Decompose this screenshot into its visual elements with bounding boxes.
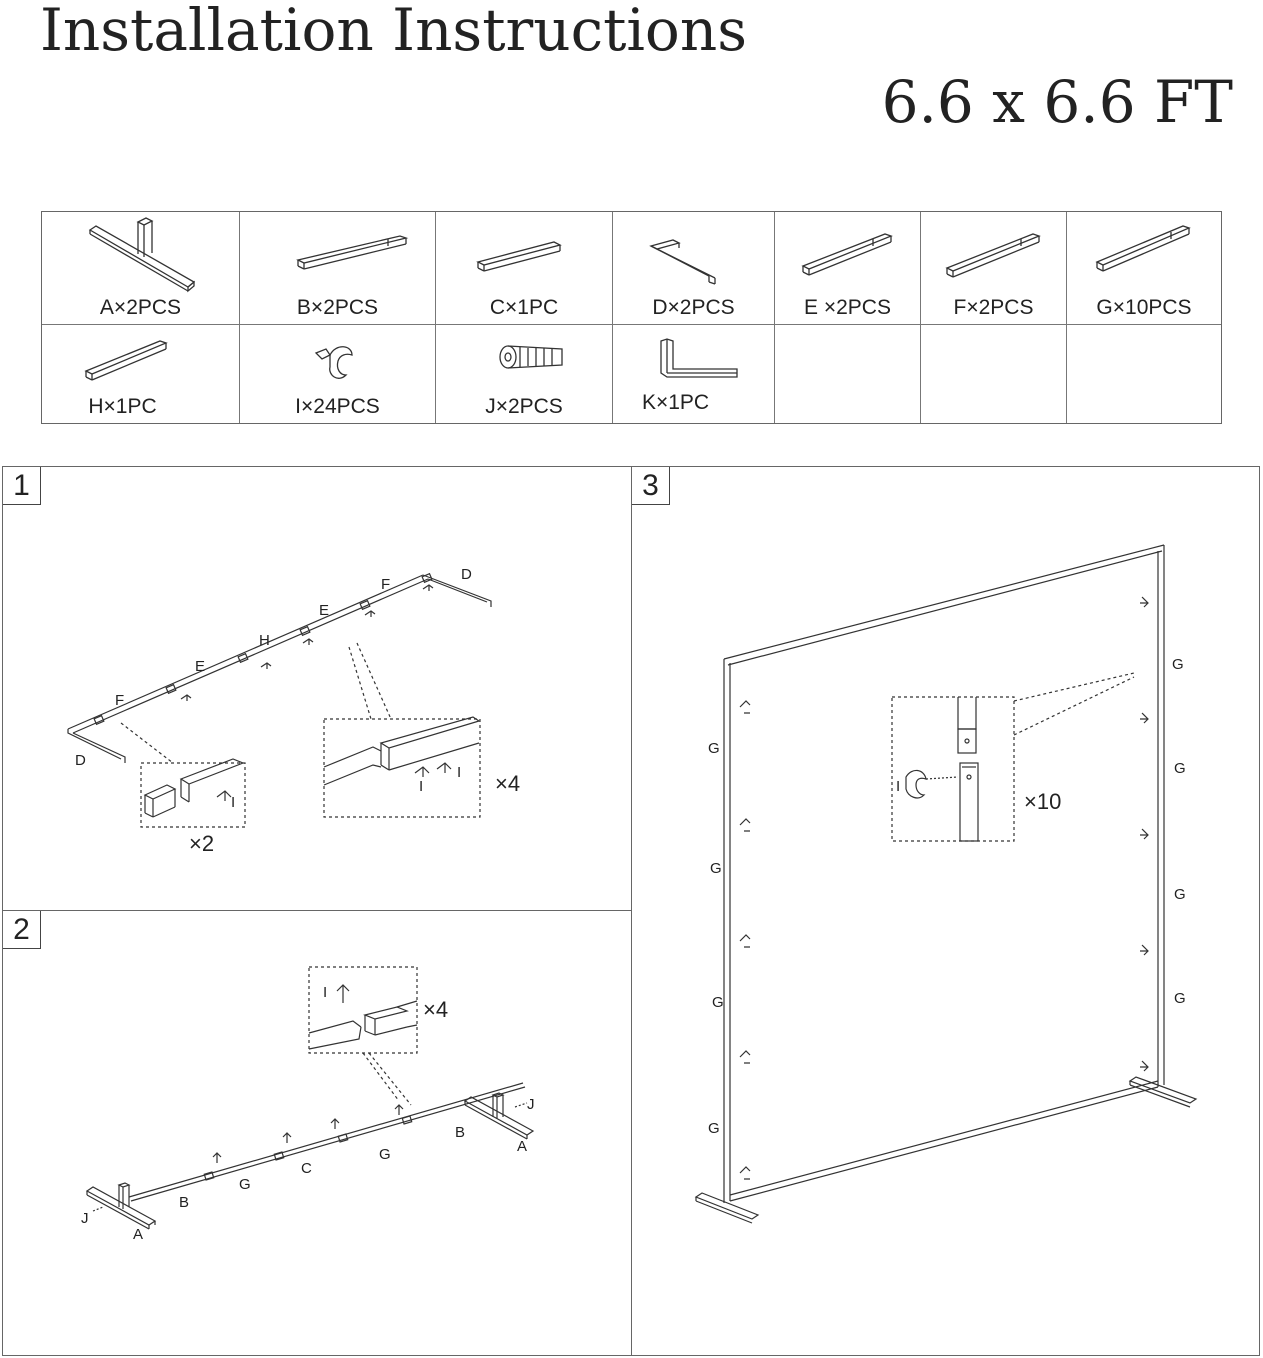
page-title: Installation Instructions bbox=[40, 0, 747, 64]
step-3-panel: 3 bbox=[632, 467, 1259, 1355]
step-3-detail-mult: ×10 bbox=[1024, 789, 1061, 814]
step-2-diagram: A J B G C G B A J I ×4 bbox=[81, 966, 535, 1243]
tube-icon bbox=[1095, 225, 1191, 272]
step-2-panel: 2 bbox=[3, 911, 632, 1355]
part-cell-d: D×2PCS bbox=[613, 212, 775, 325]
tube-icon bbox=[296, 235, 409, 270]
allen-key-icon bbox=[660, 338, 738, 378]
steps-area: 1 bbox=[2, 466, 1260, 1356]
tube-icon bbox=[84, 340, 168, 381]
part-label-h: H×1PC bbox=[88, 395, 157, 418]
bolt-icon bbox=[499, 345, 563, 369]
step-1-detail-right-label-1: I bbox=[419, 778, 423, 795]
step-3-label-g-left-3: G bbox=[712, 994, 724, 1011]
part-cell-empty-2 bbox=[921, 325, 1067, 423]
part-label-f: F×2PCS bbox=[953, 296, 1034, 319]
step-1-label-f-right: F bbox=[381, 576, 390, 593]
tube-icon bbox=[476, 241, 562, 272]
step-3-diagram: G G G G G G G G I ×10 bbox=[694, 544, 1198, 1224]
step-1-detail-left-label: I bbox=[231, 794, 235, 811]
step-2-label-a-left: A bbox=[133, 1226, 143, 1243]
step-1-label-d-right: D bbox=[461, 566, 472, 583]
part-label-a: A×2PCS bbox=[99, 296, 182, 319]
step-1-diagram: D F E H E F D I ×2 I I ×4 bbox=[67, 566, 520, 856]
step-2-label-b-left: B bbox=[179, 1194, 189, 1211]
step-1-label-e-right: E bbox=[319, 602, 329, 619]
frame-size: 6.6 x 6.6 FT bbox=[881, 68, 1233, 136]
tube-icon bbox=[945, 233, 1041, 278]
step-3-label-g-left-2: G bbox=[710, 860, 722, 877]
part-cell-k: K×1PC bbox=[613, 325, 775, 423]
step-2-label-c: C bbox=[301, 1160, 312, 1177]
step-3-detail-label: I bbox=[896, 778, 900, 795]
step-2-number: 2 bbox=[3, 911, 41, 949]
step-3-label-g-right-2: G bbox=[1174, 760, 1186, 777]
corner-tube-icon bbox=[649, 239, 716, 285]
part-cell-empty-3 bbox=[1067, 325, 1221, 423]
step-3-label-g-left-1: G bbox=[708, 740, 720, 757]
step-2-label-b-right: B bbox=[455, 1124, 465, 1141]
step-2-label-j-left: J bbox=[81, 1210, 89, 1227]
part-label-e: E ×2PCS bbox=[804, 296, 891, 319]
part-label-d: D×2PCS bbox=[652, 296, 735, 319]
step-1-detail-right-label-2: I bbox=[457, 764, 461, 781]
step-3-label-g-right-3: G bbox=[1174, 886, 1186, 903]
step-3-label-g-right-4: G bbox=[1174, 990, 1186, 1007]
step-1-panel: 1 bbox=[3, 467, 632, 911]
part-cell-b: B×2PCS bbox=[240, 212, 436, 325]
step-2-label-a-right: A bbox=[517, 1138, 527, 1155]
part-label-b: B×2PCS bbox=[296, 296, 379, 319]
part-cell-e: E ×2PCS bbox=[775, 212, 921, 325]
tube-icon bbox=[801, 233, 893, 276]
part-cell-i: I×24PCS bbox=[240, 325, 436, 423]
part-cell-j: J×2PCS bbox=[436, 325, 613, 423]
base-foot-icon bbox=[88, 217, 196, 293]
step-1-label-f-left: F bbox=[115, 692, 124, 709]
step-3-label-g-right-1: G bbox=[1172, 656, 1184, 673]
step-1-label-d-left: D bbox=[75, 752, 86, 769]
part-cell-c: C×1PC bbox=[436, 212, 613, 325]
step-2-label-g-right: G bbox=[379, 1146, 391, 1163]
step-2-label-j-right: J bbox=[527, 1096, 535, 1113]
step-3-number: 3 bbox=[632, 467, 670, 505]
part-cell-g: G×10PCS bbox=[1067, 212, 1221, 325]
wing-screw-icon bbox=[314, 346, 353, 379]
parts-table: A×2PCS B×2PCS C×1PC D×2PCS bbox=[41, 211, 1222, 424]
part-cell-h: H×1PC bbox=[42, 325, 240, 423]
part-label-i: I×24PCS bbox=[295, 395, 380, 418]
part-label-k: K×1PC bbox=[641, 391, 710, 414]
part-cell-empty-1 bbox=[775, 325, 921, 423]
step-3-label-g-left-4: G bbox=[708, 1120, 720, 1137]
step-2-label-g-left: G bbox=[239, 1176, 251, 1193]
step-1-detail-right-mult: ×4 bbox=[495, 771, 520, 796]
step-1-label-h: H bbox=[259, 632, 270, 649]
part-cell-f: F×2PCS bbox=[921, 212, 1067, 325]
step-1-number: 1 bbox=[3, 467, 41, 505]
part-label-j: J×2PCS bbox=[485, 395, 563, 418]
part-cell-a: A×2PCS bbox=[42, 212, 240, 325]
step-1-label-e-left: E bbox=[195, 658, 205, 675]
step-1-detail-left-mult: ×2 bbox=[189, 831, 214, 856]
step-2-detail-label: I bbox=[323, 984, 327, 1001]
step-2-detail-mult: ×4 bbox=[423, 997, 448, 1022]
part-label-g: G×10PCS bbox=[1096, 296, 1192, 319]
part-label-c: C×1PC bbox=[489, 296, 559, 319]
